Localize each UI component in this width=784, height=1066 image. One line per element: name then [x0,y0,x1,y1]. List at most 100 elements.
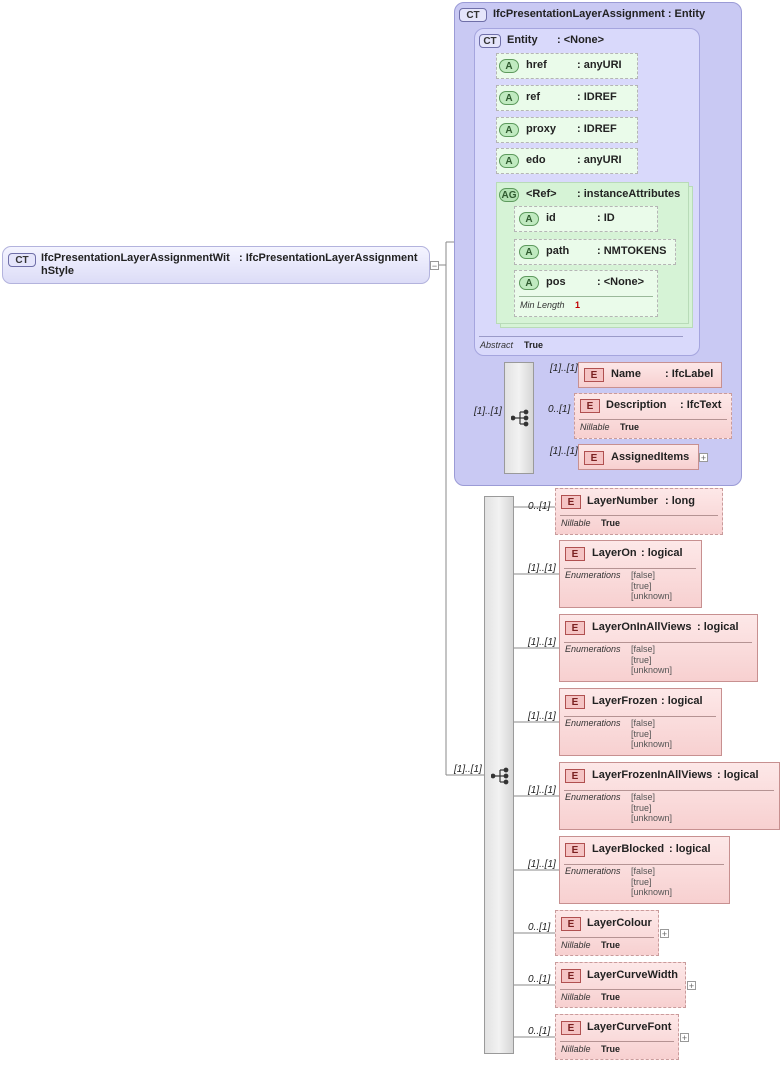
enumerations-key: Enumerations [565,644,621,654]
element-layer-number[interactable]: E LayerNumber : long Nillable True [555,488,723,535]
enumeration-values: [false] [true] [unknown] [631,718,672,750]
element-name[interactable]: E Name : IfcLabel [578,362,722,388]
root-complex-type[interactable]: CT IfcPresentationLayerAssignmentWit hSt… [2,246,430,284]
cardinality: [1]..[1] [474,406,502,417]
divider [564,568,696,569]
enumeration-values: [false] [true] [unknown] [631,792,672,824]
base-title: IfcPresentationLayerAssignment : Entity [493,8,706,20]
element-description[interactable]: E Description : IfcText Nillable True [574,393,732,439]
attribute-group-name: <Ref> [526,188,557,200]
expand-icon[interactable]: + [660,929,669,939]
element-layer-blocked[interactable]: E LayerBlocked : logical Enumerations [f… [559,836,730,904]
sequence-compositor[interactable] [504,362,534,474]
element-layer-on[interactable]: E LayerOn : logical Enumerations [false]… [559,540,702,608]
attribute-href[interactable]: A href : anyURI [496,53,638,79]
cardinality: [1]..[1] [528,563,556,574]
entity-type: : <None> [557,34,605,46]
element-type: : logical [641,547,683,559]
enum-value: [unknown] [631,887,673,897]
element-layer-curve-font[interactable]: E LayerCurveFont Nillable True [555,1014,679,1060]
enum-value: [false] [631,866,656,876]
attribute-group-type: : instanceAttributes [577,188,681,200]
element-icon: E [561,1021,581,1035]
element-label: LayerBlocked [592,843,665,855]
divider [560,1041,674,1042]
element-layer-frozen[interactable]: E LayerFrozen : logical Enumerations [fa… [559,688,722,756]
element-icon: E [561,917,581,931]
enumeration-values: [false] [true] [unknown] [631,570,672,602]
attribute-path[interactable]: A path : NMTOKENS [514,239,676,265]
cardinality: [1]..[1] [550,363,578,374]
sequence-compositor[interactable] [484,496,514,1054]
enum-value: [false] [631,792,656,802]
cardinality: [1]..[1] [528,859,556,870]
root-type: : IfcPresentationLayerAssignment [239,252,418,264]
divider [560,515,718,516]
complex-type-icon: CT [479,34,501,48]
divider [564,864,724,865]
expand-icon[interactable]: + [699,453,708,463]
attribute-type: : NMTOKENS [597,245,667,257]
attribute-edo[interactable]: A edo : anyURI [496,148,638,174]
element-label: LayerCurveFont [587,1021,672,1033]
element-icon: E [565,547,585,561]
divider [564,716,716,717]
element-type: : logical [669,843,711,855]
element-label: Description [606,399,667,411]
element-type: : IfcLabel [665,368,714,380]
element-icon: E [584,451,604,465]
enum-value: [unknown] [631,813,673,823]
divider [560,989,681,990]
abstract-key: Abstract [480,340,514,350]
attribute-type: : ID [597,212,615,224]
element-icon: E [565,843,585,857]
root-name: IfcPresentationLayerAssignmentWit hStyle [41,252,230,277]
enum-value: [false] [631,644,656,654]
cardinality: [1]..[1] [528,785,556,796]
attribute-id[interactable]: A id : ID [514,206,658,232]
divider [519,296,653,297]
abstract-value: True [524,340,544,350]
nillable-value: True [601,518,621,528]
nillable-value: True [601,940,621,950]
element-layer-frozen-in-all-views[interactable]: E LayerFrozenInAllViews : logical Enumer… [559,762,780,830]
element-assigned-items[interactable]: E AssignedItems [578,444,699,470]
element-layer-colour[interactable]: E LayerColour Nillable True [555,910,659,956]
element-icon: E [561,495,581,509]
collapse-icon[interactable]: − [430,261,439,271]
min-length-key: Min Length [520,300,565,310]
divider [579,419,727,420]
element-icon: E [584,368,604,382]
cardinality: [1]..[1] [528,637,556,648]
nillable-value: True [601,1044,621,1054]
element-icon: E [565,769,585,783]
enumeration-values: [false] [true] [unknown] [631,644,672,676]
element-layer-curve-width[interactable]: E LayerCurveWidth Nillable True [555,962,686,1008]
enumerations-key: Enumerations [565,718,621,728]
element-label: LayerNumber [587,495,658,507]
element-label: LayerCurveWidth [587,969,678,981]
attribute-name: ref [526,91,541,103]
nillable-key: Nillable [580,422,610,432]
attribute-icon: A [499,91,519,105]
attribute-name: href [526,59,547,71]
enum-value: [true] [631,654,652,665]
attribute-proxy[interactable]: A proxy : IDREF [496,117,638,143]
element-label: LayerFrozen [592,695,658,707]
attribute-name: edo [526,154,546,166]
element-layer-on-in-all-views[interactable]: E LayerOnInAllViews : logical Enumeratio… [559,614,758,682]
attribute-type: : anyURI [577,154,622,166]
attribute-icon: A [519,245,539,259]
enumerations-key: Enumerations [565,866,621,876]
cardinality: 0..[1] [528,1026,551,1037]
expand-icon[interactable]: + [687,981,696,991]
nillable-value: True [620,422,640,432]
element-label: LayerOn [592,547,637,559]
complex-type-icon: CT [8,253,36,267]
entity-name: Entity [507,34,538,46]
attribute-type: : IDREF [577,123,617,135]
attribute-pos[interactable]: A pos : <None> Min Length 1 [514,270,658,317]
attribute-ref[interactable]: A ref : IDREF [496,85,638,111]
expand-icon[interactable]: + [680,1033,689,1043]
attribute-name: id [546,212,556,224]
